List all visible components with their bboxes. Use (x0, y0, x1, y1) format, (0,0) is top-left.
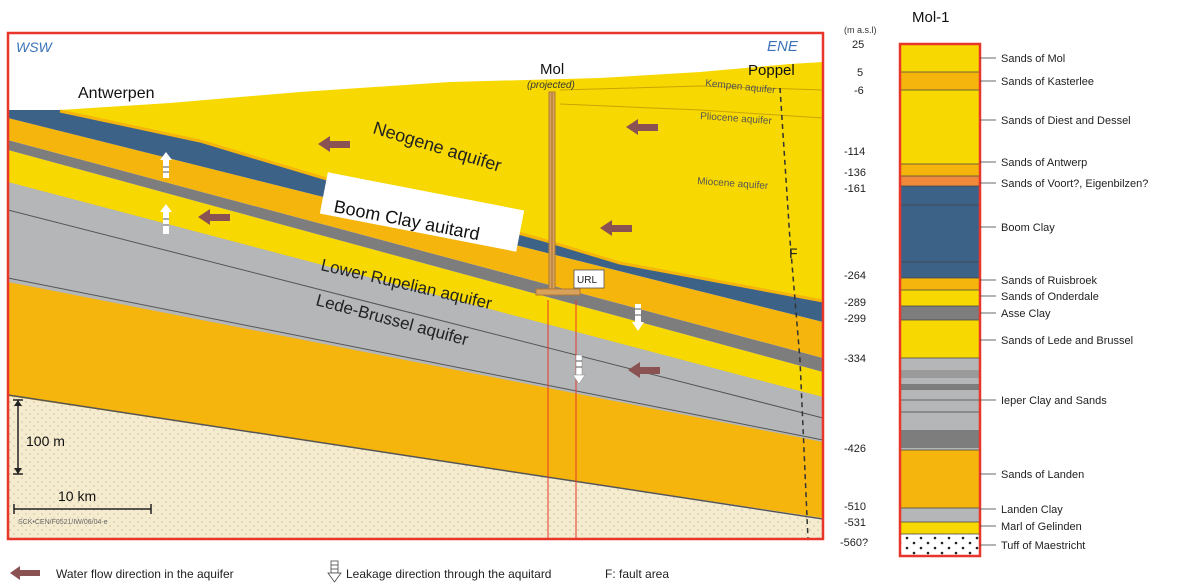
url-platform (535, 288, 581, 296)
formation-label: Sands of Kasterlee (1001, 76, 1094, 88)
neogene-layer (60, 62, 823, 300)
direction-right: ENE (767, 38, 799, 55)
depth-label: 5 (857, 67, 863, 79)
formation-label: Sands of Landen (1001, 469, 1084, 481)
arrow-icon (14, 468, 22, 474)
cross-section (8, 33, 823, 539)
depth-label: -334 (844, 353, 866, 365)
lede-brussel-layer (8, 150, 823, 397)
landen-layer (8, 278, 823, 518)
legend-leak-label: Leakage direction through the aquitard (346, 567, 551, 581)
formation-label: Sands of Diest and Dessel (1001, 115, 1131, 127)
depth-label: -114 (844, 146, 865, 158)
flow-arrows (198, 119, 660, 378)
depth-label: -510 (844, 501, 866, 513)
leak-arrow-down (572, 354, 586, 385)
depth-label: -560? (840, 537, 868, 549)
layer-line (8, 209, 823, 419)
flow-arrow-icon (628, 362, 660, 378)
formation-label: Asse Clay (1001, 308, 1051, 320)
boom-clay-label-box (319, 172, 525, 252)
depth-label: -264 (844, 270, 866, 282)
formation-label: Marl of Gelinden (1001, 521, 1082, 533)
mol-borehole-shaft (551, 92, 553, 294)
depth-label: -289 (844, 297, 866, 309)
fault-line (779, 87, 809, 539)
formation-labels: Sands of Mol Sands of Kasterlee Sands of… (1001, 53, 1148, 552)
cross-section-frame (6, 31, 825, 541)
formation-label: Sands of Voort?, Eigenbilzen? (1001, 178, 1148, 190)
label-miocene-aquifer: Miocene aquifer (697, 176, 769, 192)
arrow-icon (14, 400, 22, 406)
flow-arrow-icon (318, 136, 350, 152)
formation-ticks (980, 57, 996, 546)
figure-reference: SCK•CEN/F0521/IW/06/04-e (18, 519, 108, 526)
legend: Water flow direction in the aquifer Leak… (10, 560, 669, 583)
formation-label: Tuff of Maestricht (1001, 540, 1085, 552)
direction-left: WSW (16, 39, 54, 55)
asse-clay-layer (8, 140, 823, 372)
column-title: Mol-1 (912, 9, 950, 26)
depth-label: -426 (844, 443, 866, 455)
scale-vertical-label: 100 m (26, 433, 65, 449)
legend-fault-label: F: fault area (605, 567, 669, 581)
mol-projected-note: (projected) (527, 80, 575, 91)
label-pliocene-aquifer: Pliocene aquifer (700, 111, 773, 127)
column-unit-label: (m a.s.l) (844, 25, 877, 35)
column-frame (898, 42, 982, 558)
formation-label: Sands of Antwerp (1001, 157, 1087, 169)
city-antwerpen: Antwerpen (78, 85, 155, 102)
formation-label: Boom Clay (1001, 222, 1055, 234)
tuff-layer (8, 395, 823, 539)
fault-label: F (789, 245, 798, 261)
flow-arrow-icon (626, 119, 658, 135)
leakage-arrow-icon (327, 560, 342, 583)
flow-arrow-icon (198, 209, 230, 225)
column-strata (900, 44, 980, 556)
city-mol: Mol (540, 61, 564, 78)
url-label-box (573, 269, 605, 289)
depth-label: -531 (844, 517, 866, 529)
city-poppel: Poppel (748, 62, 795, 79)
leak-arrow-up (160, 204, 172, 234)
formation-label: Sands of Lede and Brussel (1001, 335, 1133, 347)
formation-label: Landen Clay (1001, 504, 1063, 516)
formation-label: Sands of Onderdale (1001, 291, 1099, 303)
leak-arrow-up (160, 152, 172, 178)
depth-label: -161 (844, 183, 866, 195)
leak-arrows (160, 152, 644, 385)
depth-label: -299 (844, 313, 866, 325)
kempen-line (559, 85, 823, 91)
column-lines (900, 71, 980, 535)
depth-label: -6 (854, 85, 864, 97)
scale-horizontal-label: 10 km (58, 488, 96, 504)
lower-rupelian-layer (8, 118, 823, 358)
depth-label: 25 (852, 39, 864, 51)
depth-labels: 25 5 -6 -114 -136 -161 -264 -289 -299 -3… (840, 39, 868, 549)
depth-label: -136 (844, 167, 866, 179)
leak-arrow-down (632, 304, 644, 331)
flow-arrow-icon (600, 220, 632, 236)
layer-line (8, 277, 823, 441)
legend-flow-label: Water flow direction in the aquifer (56, 567, 234, 581)
url-label: URL (577, 275, 597, 286)
ieper-layer (8, 178, 823, 442)
layer-line (8, 394, 823, 520)
formation-label: Sands of Ruisbroek (1001, 275, 1097, 287)
formation-label: Ieper Clay and Sands (1001, 395, 1107, 407)
formation-label: Sands of Mol (1001, 53, 1065, 65)
water-flow-arrow-icon (10, 566, 40, 580)
